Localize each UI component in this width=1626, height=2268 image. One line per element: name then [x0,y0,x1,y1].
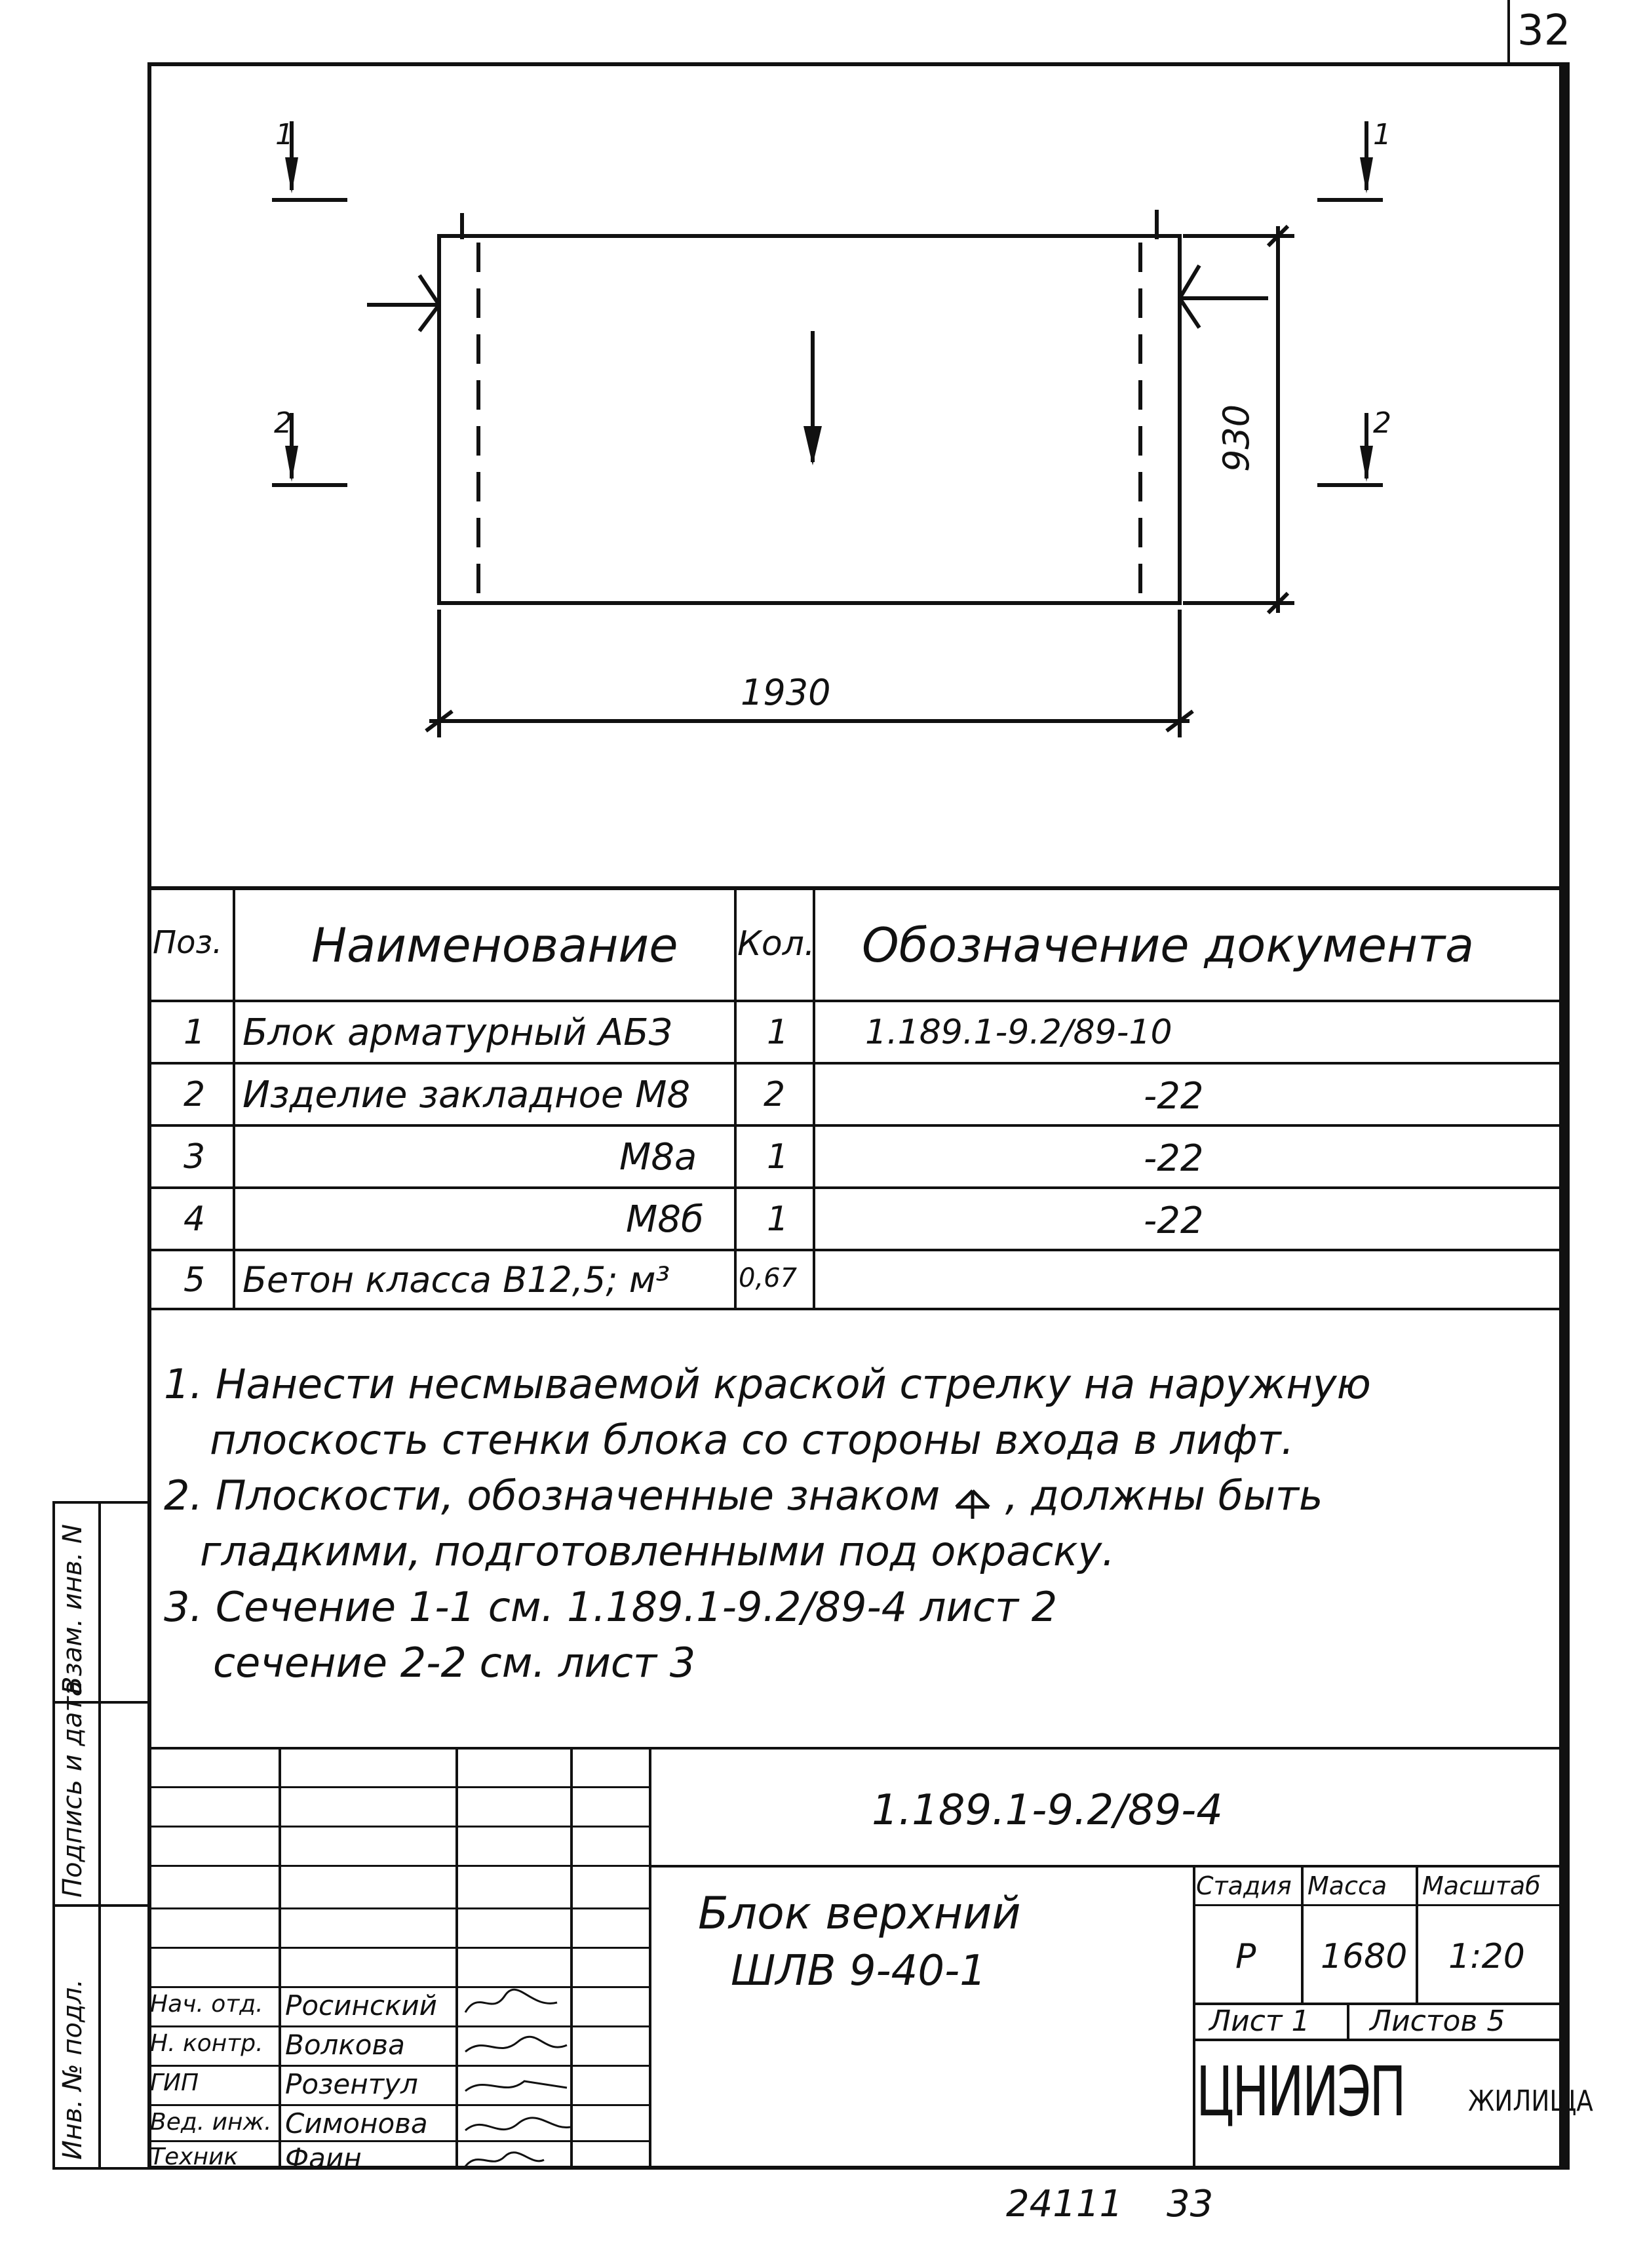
frame-right-edge [1563,62,1570,2170]
scale-value: 1:20 [1448,1937,1525,1976]
mass-label: Масса [1307,1871,1387,1900]
title-line-1: Блок верхний [698,1888,1021,1940]
table-row-qty: 1 [767,1013,789,1052]
section-label-2-left: 2 [274,406,292,440]
note-2-text-b: , должны быть [1005,1472,1323,1519]
org-sub: ЖИЛИЩА [1468,2084,1593,2118]
stamp-inv-no-podl: Инв. № подл. [58,1979,88,2160]
table-row-pos: 4 [184,1200,206,1239]
signer-name: Росинский [285,1989,437,2022]
specification-table: Поз. Наименование Кол. Обозначение докум… [147,888,1563,1310]
side-stamp: Взам. инв. N Подпись и дата Инв. № подл. [52,1501,147,2170]
table-row-name: М8а [619,1136,697,1179]
archive-number: 24111 [1006,2183,1123,2225]
note-2-text-a: 2. Плоскости, обозначенные знаком [164,1472,940,1519]
note-1-line-1: 1. Нанести несмываемой краской стрелку н… [164,1360,1371,1408]
note-2-line-1: 2. Плоскости, обозначенные знаком , долж… [164,1472,1323,1519]
dimension-height-label: 930 [1216,404,1257,472]
signer-role: Нач. отд. [150,1991,263,2018]
section-label-1-right: 1 [1373,118,1391,151]
sheet-label: Лист 1 [1209,2004,1310,2038]
table-row-name: Блок арматурный АБЗ [242,1011,672,1054]
note-1-line-2: плоскость стенки блока со стороны входа … [210,1416,1294,1464]
signer-role: Техник [150,2143,239,2170]
sheet-number: 32 [1517,7,1571,55]
scale-label: Масштаб [1422,1871,1541,1900]
header-qty: Кол. [737,924,815,964]
signer-role: ГИП [150,2069,199,2096]
signature-rozentul [465,2080,568,2092]
signatures [464,1988,571,2167]
signer-name: Симонова [285,2107,428,2140]
table-row-doc: 1.189.1-9.2/89-10 [865,1013,1172,1052]
section-label-2-right: 2 [1373,406,1391,440]
header-doc: Обозначение документа [862,918,1475,973]
table-row-qty: 1 [767,1137,789,1177]
note-2-line-2: гладкими, подготовленными под окраску. [200,1527,1115,1575]
table-row-pos: 5 [184,1261,206,1300]
block-plan-drawing [147,121,1563,890]
title-block: 1.189.1-9.2/89-4 Блок верхний ШЛВ 9-40-1… [147,1747,1593,2174]
note-3-line-1: 3. Сечение 1-1 см. 1.189.1-9.2/89-4 лист… [164,1583,1058,1631]
stage-value: Р [1235,1937,1256,1976]
title-line-2: ШЛВ 9-40-1 [731,1947,986,1995]
sheet-number-divider [1507,0,1510,62]
table-row-pos: 1 [184,1013,206,1052]
header-pos: Поз. [153,924,223,961]
signature-simonova [465,2117,571,2132]
signature-volkova [465,2035,568,2053]
table-row-pos: 3 [184,1137,206,1177]
dimension-width-label: 1930 [741,672,831,713]
signature-fain [464,2151,545,2167]
title-doc-code: 1.189.1-9.2/89-4 [872,1786,1223,1835]
note-3-line-2: сечение 2-2 см. лист 3 [213,1639,696,1687]
section-label-1-left: 1 [275,118,294,151]
table-row-qty: 2 [764,1075,786,1114]
stamp-podpis-data: Подпись и дата [58,1680,88,1898]
table-row-doc: -22 [1144,1200,1204,1242]
sheets-label: Листов 5 [1370,2004,1505,2038]
mass-value: 1680 [1321,1937,1408,1976]
table-row-name: М8б [626,1198,704,1241]
signer-role: Н. контр. [150,2030,263,2057]
table-row-doc: -22 [1144,1137,1204,1180]
stamp-vzam-inv: Взам. инв. N [58,1524,88,1694]
signer-name: Волкова [285,2029,405,2061]
table-row-doc: -22 [1144,1075,1204,1118]
signer-name: Розентул [285,2068,418,2100]
smooth-surface-symbol-icon [953,1482,992,1519]
signer-name: Фаин [285,2142,362,2174]
drawing-frame [147,62,1563,2170]
table-row-pos: 2 [184,1075,206,1114]
org-main: ЦНИИЭП [1196,2052,1406,2132]
signature-rosinsky [464,1988,558,2013]
table-row-qty: 1 [767,1200,789,1239]
table-row-qty: 0,67 [739,1263,798,1293]
table-row-name: Изделие закладное М8 [242,1074,691,1116]
stage-label: Стадия [1196,1871,1292,1900]
page-number: 33 [1167,2183,1214,2225]
header-name: Наименование [311,918,678,973]
signer-role: Вед. инж. [150,2109,272,2136]
block-outline [437,234,1182,605]
table-row-name: Бетон класса В12,5; м³ [242,1259,670,1300]
